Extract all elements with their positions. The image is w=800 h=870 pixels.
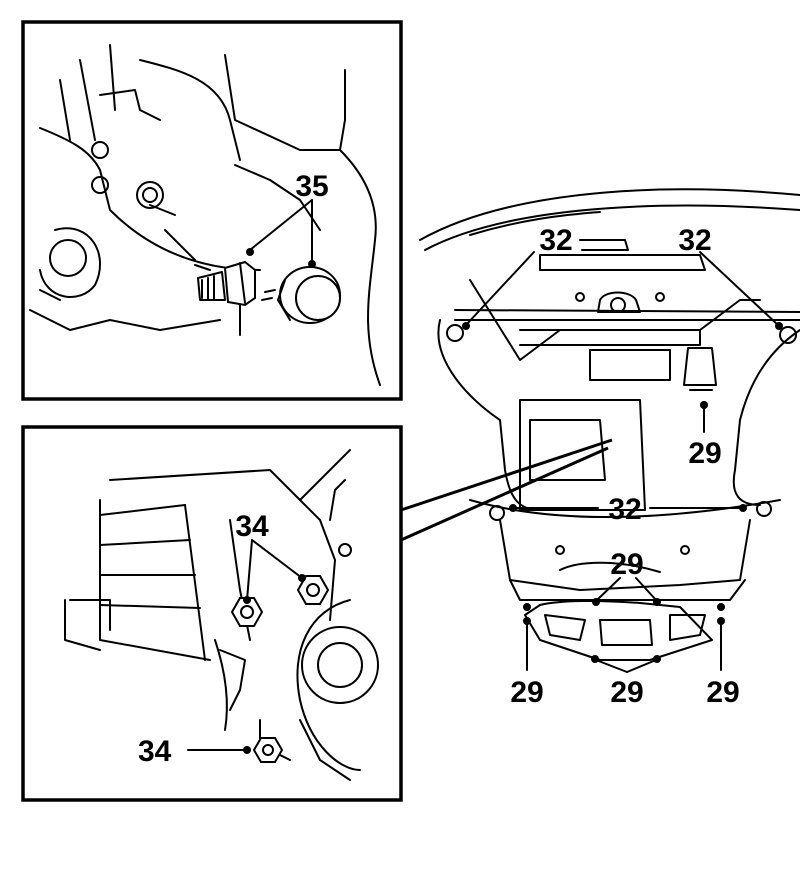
point-29-bottom-left-b [523, 617, 531, 625]
leader-29-center-right [635, 577, 657, 601]
point-35-bolt [246, 248, 254, 256]
body-holes [446, 292, 797, 555]
subframe-outline [419, 188, 800, 661]
callout-29-bottom-right: 29 [706, 676, 739, 709]
callout-34-upper: 34 [235, 510, 269, 543]
point-32-top-left [462, 322, 470, 330]
point-34-left [243, 596, 251, 604]
point-29-right-upper [700, 401, 708, 409]
point-29-bottom-center-left [591, 655, 599, 663]
callout-32-top-left: 32 [539, 224, 572, 257]
point-32-top-right [775, 322, 783, 330]
gearbox-sketch [64, 449, 379, 781]
leader-29-bottom-center-left [595, 659, 628, 673]
main-subframe-view: 32 32 32 29 29 29 29 [419, 188, 800, 709]
zoom-line-bottom [400, 446, 609, 542]
callout-29-center-upper: 29 [610, 548, 643, 581]
point-29-bottom-right-a [717, 603, 725, 611]
inset-plug-detail: 35 [21, 20, 403, 401]
leader-34-left [246, 539, 253, 601]
leader-32-top-right [699, 251, 779, 326]
callout-29-right-upper: 29 [688, 437, 721, 470]
callout-32-top-right: 32 [678, 224, 711, 257]
leader-34-right [251, 539, 303, 579]
callout-35: 35 [295, 170, 328, 203]
inset-nut-frame [21, 425, 403, 802]
point-34-right [298, 574, 306, 582]
mount-nut-lower [252, 737, 284, 763]
point-34-lower [243, 746, 251, 754]
leader-35-bolt [249, 199, 313, 251]
drain-bolt [197, 260, 256, 336]
point-32-middle-right [739, 504, 747, 512]
point-29-bottom-right-b [717, 617, 725, 625]
mount-nut-right [296, 575, 330, 605]
point-29-bottom-left-a [523, 603, 531, 611]
housing-sketch [29, 44, 381, 386]
callout-29-bottom-center: 29 [610, 676, 643, 709]
leader-29-bottom-center-right [626, 659, 657, 673]
point-29-center-right [653, 598, 661, 606]
point-29-center-left [592, 598, 600, 606]
leader-32-top-left [465, 251, 535, 326]
point-32-middle-left [509, 504, 517, 512]
point-29-bottom-center-right [653, 655, 661, 663]
callout-32-middle: 32 [608, 493, 641, 526]
inset-plug-frame [21, 20, 403, 401]
callout-34-lower: 34 [138, 735, 172, 768]
point-35-plug [308, 260, 316, 268]
drain-plug [261, 266, 341, 324]
inset-nut-detail: 34 34 [21, 425, 403, 802]
leader-29-center-left [596, 577, 621, 601]
callout-29-bottom-left: 29 [510, 676, 543, 709]
mount-nut-left [230, 597, 264, 627]
